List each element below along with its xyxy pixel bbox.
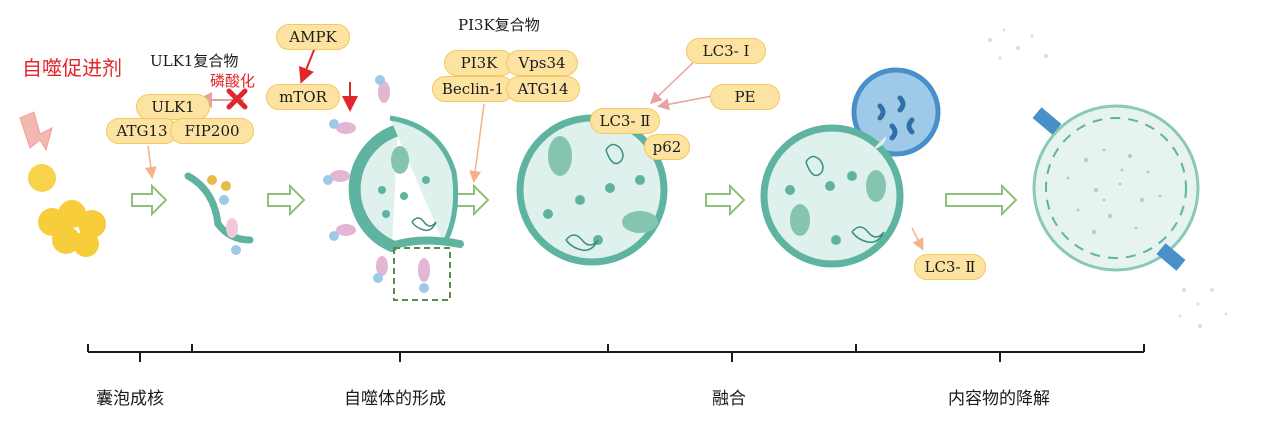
stage-autophagosome-formation: 自噬体的形成 <box>344 389 446 409</box>
pi3k-complex-label: PI3K复合物 <box>458 16 540 34</box>
stage-nucleation: 囊泡成核 <box>96 389 164 409</box>
forming-autophagosome <box>323 75 464 301</box>
mtor-pill: mTOR <box>266 84 340 110</box>
autophagosome <box>516 114 668 266</box>
lc3ii-release-arrow <box>911 227 924 251</box>
inducer-label: 自噬促进剂 <box>22 56 122 80</box>
pi3k-pill: PI3K <box>444 50 514 76</box>
fip200-pill: FIP200 <box>170 118 254 144</box>
lc3-ii-pill: LC3- Ⅱ <box>590 108 660 134</box>
process-arrow-3 <box>453 183 490 217</box>
pe-pill: PE <box>710 84 780 110</box>
inducer-molecules <box>28 164 106 257</box>
beclin1-pill: Beclin-1 <box>432 76 514 102</box>
phagophore-membrane <box>184 172 254 255</box>
stage-timeline <box>87 344 1145 362</box>
ampk-to-mtor-arrow <box>299 44 317 84</box>
autolysosome-fusion <box>760 67 941 268</box>
ulk1-pointer-arrow <box>144 145 157 179</box>
phosphorylation-label: 磷酸化 <box>210 72 256 90</box>
ulk1-complex-label: ULK1复合物 <box>150 52 239 70</box>
lc3-ii-released-pill: LC3- Ⅱ <box>914 254 986 280</box>
inhibition-x-icon <box>226 88 248 110</box>
process-arrow-1 <box>131 183 168 217</box>
ampk-pill: AMPK <box>276 24 350 50</box>
process-arrow-4 <box>705 183 746 217</box>
pi3k-pointer-arrow <box>469 103 485 183</box>
stage-fusion: 融合 <box>712 389 746 409</box>
process-arrow-5 <box>945 183 1018 217</box>
ulk1-pill: ULK1 <box>136 94 210 120</box>
vps34-pill: Vps34 <box>506 50 578 76</box>
atg13-pill: ATG13 <box>106 118 178 144</box>
lc3i-to-lc3ii-arrow <box>649 55 701 105</box>
lc3-i-pill: LC3- Ⅰ <box>686 38 766 64</box>
process-arrow-2 <box>267 183 306 217</box>
lightning-icon <box>19 111 53 152</box>
p62-pill: p62 <box>644 134 690 160</box>
degrading-autolysosome <box>988 28 1228 328</box>
stage-degradation: 内容物的降解 <box>948 389 1050 409</box>
atg14-pill: ATG14 <box>506 76 580 102</box>
pe-to-lc3ii-arrow <box>657 95 713 111</box>
